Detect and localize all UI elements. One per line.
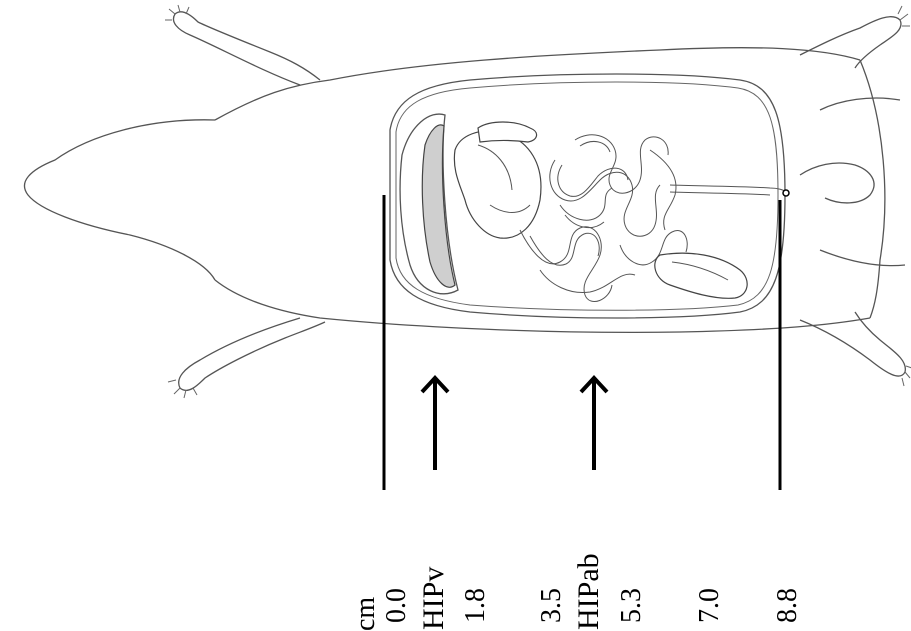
scale-tick-label: 1.8 [460,588,491,623]
unit-label: cm [350,597,381,631]
cecum [655,253,747,298]
stomach [454,122,541,238]
scale-tick-label: 8.8 [772,588,803,623]
scale-tick-label: 5.3 [616,588,647,623]
mouse-body-outline [24,48,884,333]
liver [400,114,458,294]
scale-tick-label: 0.0 [381,588,412,623]
tail [800,163,874,203]
front-leg-lower [168,318,325,398]
hind-leg-lower [800,250,911,386]
region-label-hipab: HIPab [572,553,605,630]
scale-tick-label: 7.0 [694,588,725,623]
colon [670,185,789,196]
scale-tick-label: 3.5 [536,588,567,623]
front-leg-upper [165,5,320,85]
arrow-hipab [581,378,607,470]
arrow-hipv [422,378,448,470]
region-label-hipv: HIPv [417,567,450,630]
